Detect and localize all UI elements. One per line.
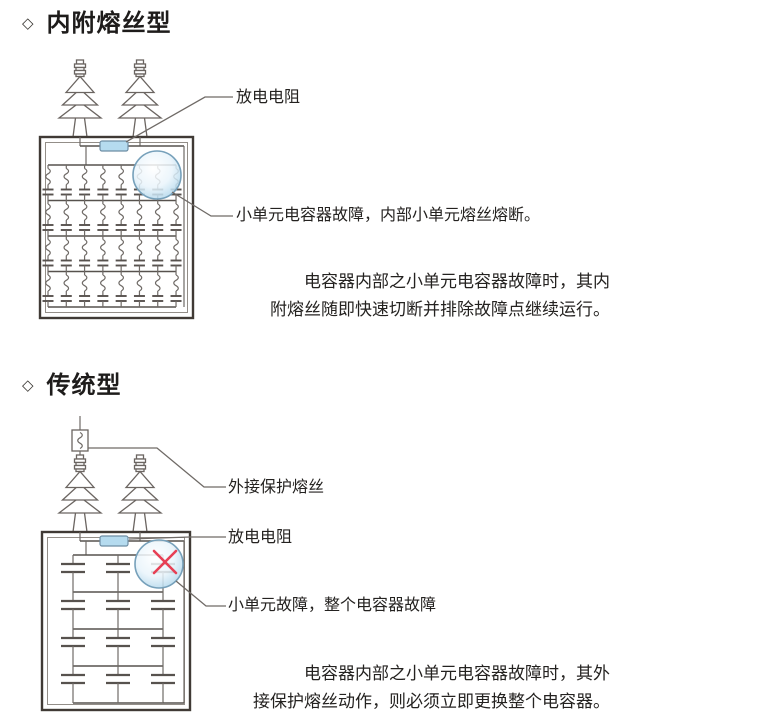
callout-external-fuse: 外接保护熔丝 bbox=[228, 479, 325, 496]
leader-line-fault bbox=[171, 191, 233, 217]
failure-x-icon bbox=[152, 549, 178, 575]
bushing-insulator-icon bbox=[58, 454, 102, 533]
description-traditional: 电容器内部之小单元电容器故障时，其外 接保护熔丝动作，则必须立即更换整个电容器。 bbox=[253, 660, 610, 716]
leader-line-discharge-resistor bbox=[128, 536, 226, 540]
fuse-capacitor-grid bbox=[42, 164, 182, 308]
leader-line-discharge-resistor bbox=[125, 96, 233, 143]
description-internal-fuse: 电容器内部之小单元电容器故障时，其内 附熔丝随即快速切断并排除故障点继续运行。 bbox=[270, 268, 610, 324]
callout-fault-2: 小单元故障，整个电容器故障 bbox=[228, 597, 437, 614]
section-title-traditional: ◇ 传统型 bbox=[22, 370, 122, 402]
callout-discharge-resistor-1: 放电电阻 bbox=[236, 89, 301, 106]
bushing-insulator-icon bbox=[58, 59, 102, 138]
bushing-insulator-icon bbox=[118, 454, 162, 533]
magnifier-highlight-circle bbox=[132, 150, 182, 200]
external-fuse-element bbox=[77, 431, 83, 450]
section-title-text: 内附熔丝型 bbox=[46, 10, 172, 37]
section-title-text: 传统型 bbox=[46, 372, 122, 399]
diagram-internal-fuse-capacitor bbox=[38, 59, 233, 320]
discharge-resistor-shape bbox=[99, 535, 129, 547]
callout-discharge-resistor-2: 放电电阻 bbox=[228, 529, 293, 546]
magnifier-highlight-circle bbox=[134, 539, 184, 589]
discharge-resistor-shape bbox=[99, 140, 129, 152]
diamond-bullet-icon: ◇ bbox=[22, 15, 35, 32]
section-title-internal-fuse: ◇ 内附熔丝型 bbox=[22, 8, 172, 40]
description-line: 电容器内部之小单元电容器故障时，其外 bbox=[304, 664, 610, 683]
diamond-bullet-icon: ◇ bbox=[22, 377, 35, 394]
description-line: 附熔丝随即快速切断并排除故障点继续运行。 bbox=[270, 300, 610, 319]
description-line: 接保护熔丝动作，则必须立即更换整个电容器。 bbox=[253, 692, 610, 711]
callout-fault-1: 小单元电容器故障，内部小单元熔丝熔断。 bbox=[236, 207, 541, 224]
description-line: 电容器内部之小单元电容器故障时，其内 bbox=[304, 272, 610, 291]
diagram-traditional-capacitor bbox=[40, 416, 226, 712]
leader-line-fault bbox=[175, 580, 226, 607]
leader-line-external-fuse bbox=[88, 447, 226, 488]
